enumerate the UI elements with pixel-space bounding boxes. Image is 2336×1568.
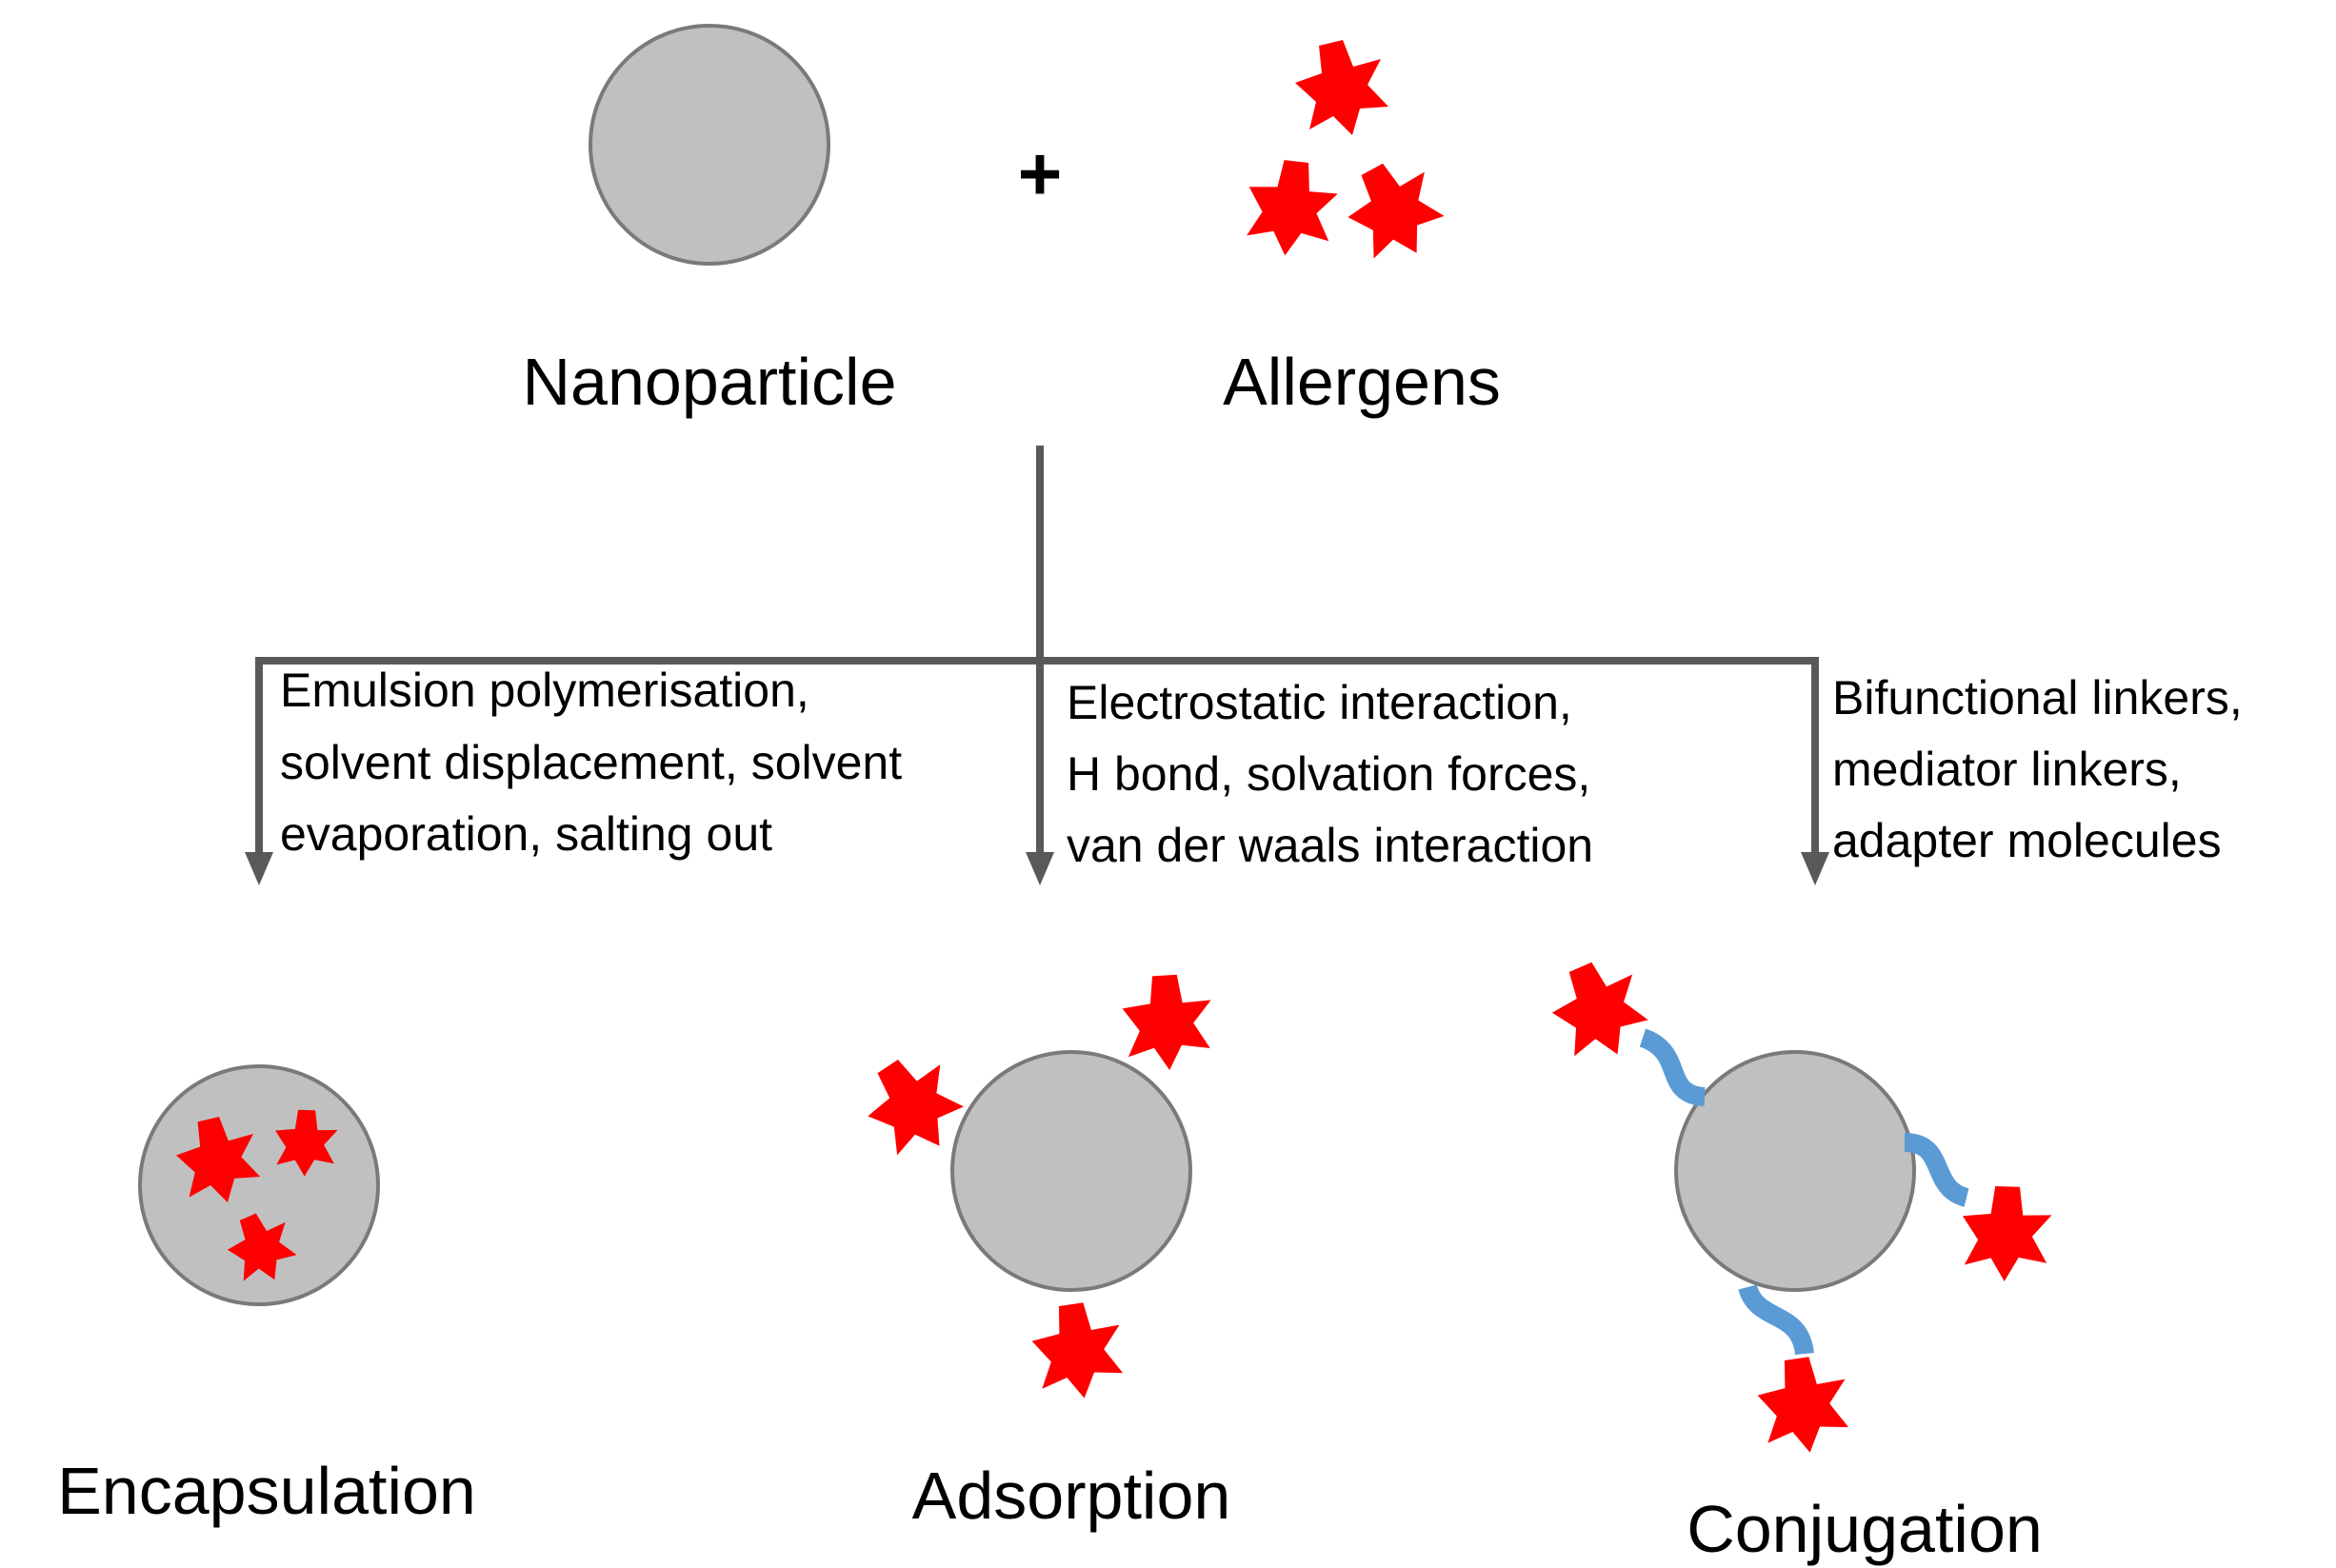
allergen-icon <box>1230 146 1352 268</box>
allergen-icon <box>1336 151 1452 268</box>
encapsulation-techniques: Emulsion polymerisation, solvent displac… <box>280 664 902 861</box>
conjugation-label: Conjugation <box>1687 1492 2043 1566</box>
allergens-icon-group <box>1230 40 1452 268</box>
technique-line: Emulsion polymerisation, <box>280 664 809 717</box>
branch-arrows <box>255 446 1819 857</box>
adsorption-figure: Adsorption <box>852 966 1231 1533</box>
arrowhead-icon <box>245 852 273 885</box>
plus-sign: + <box>1018 131 1063 216</box>
allergen-icon <box>1295 40 1388 135</box>
adsorption-techniques: Electrostatic interaction, H bond, solva… <box>1067 676 1593 872</box>
arrowhead-icon <box>1801 852 1829 885</box>
arrowhead-icon <box>1026 852 1054 885</box>
allergen-icon <box>1545 954 1653 1064</box>
allergen-icon <box>1113 966 1222 1077</box>
nanoparticle-label: Nanoparticle <box>523 345 897 419</box>
linker-icon <box>1738 1283 1814 1356</box>
technique-line: Electrostatic interaction, <box>1067 676 1572 729</box>
reactants: + Nanoparticle Allergens <box>523 24 1501 419</box>
conjugation-figure: Conjugation <box>1545 954 2065 1566</box>
nanoparticle-icon <box>589 24 830 266</box>
adsorption-label: Adsorption <box>912 1459 1231 1533</box>
conjugation-techniques: Bifunctional linkers, mediator linkers, … <box>1832 671 2243 867</box>
linker-icon <box>1904 1133 1970 1207</box>
technique-line: H bond, solvation forces, <box>1067 747 1590 801</box>
nanoparticle-icon <box>1674 1050 1916 1292</box>
encapsulation-label: Encapsulation <box>57 1454 476 1528</box>
technique-line: solvent displacement, solvent <box>280 736 902 789</box>
technique-line: van der waals interaction <box>1067 819 1593 872</box>
encapsulation-figure: Encapsulation <box>57 1064 476 1528</box>
technique-line: adapter molecules <box>1832 814 2222 867</box>
allergen-icon <box>1752 1352 1855 1456</box>
allergen-icon <box>1027 1298 1129 1401</box>
technique-line: evaporation, salting out <box>280 807 772 861</box>
nanoparticle-icon <box>950 1050 1192 1292</box>
technique-line: mediator linkers, <box>1832 743 2182 796</box>
linker-icon <box>1639 1028 1707 1106</box>
technique-line: Bifunctional linkers, <box>1832 671 2243 724</box>
allergens-label: Allergens <box>1223 345 1501 419</box>
